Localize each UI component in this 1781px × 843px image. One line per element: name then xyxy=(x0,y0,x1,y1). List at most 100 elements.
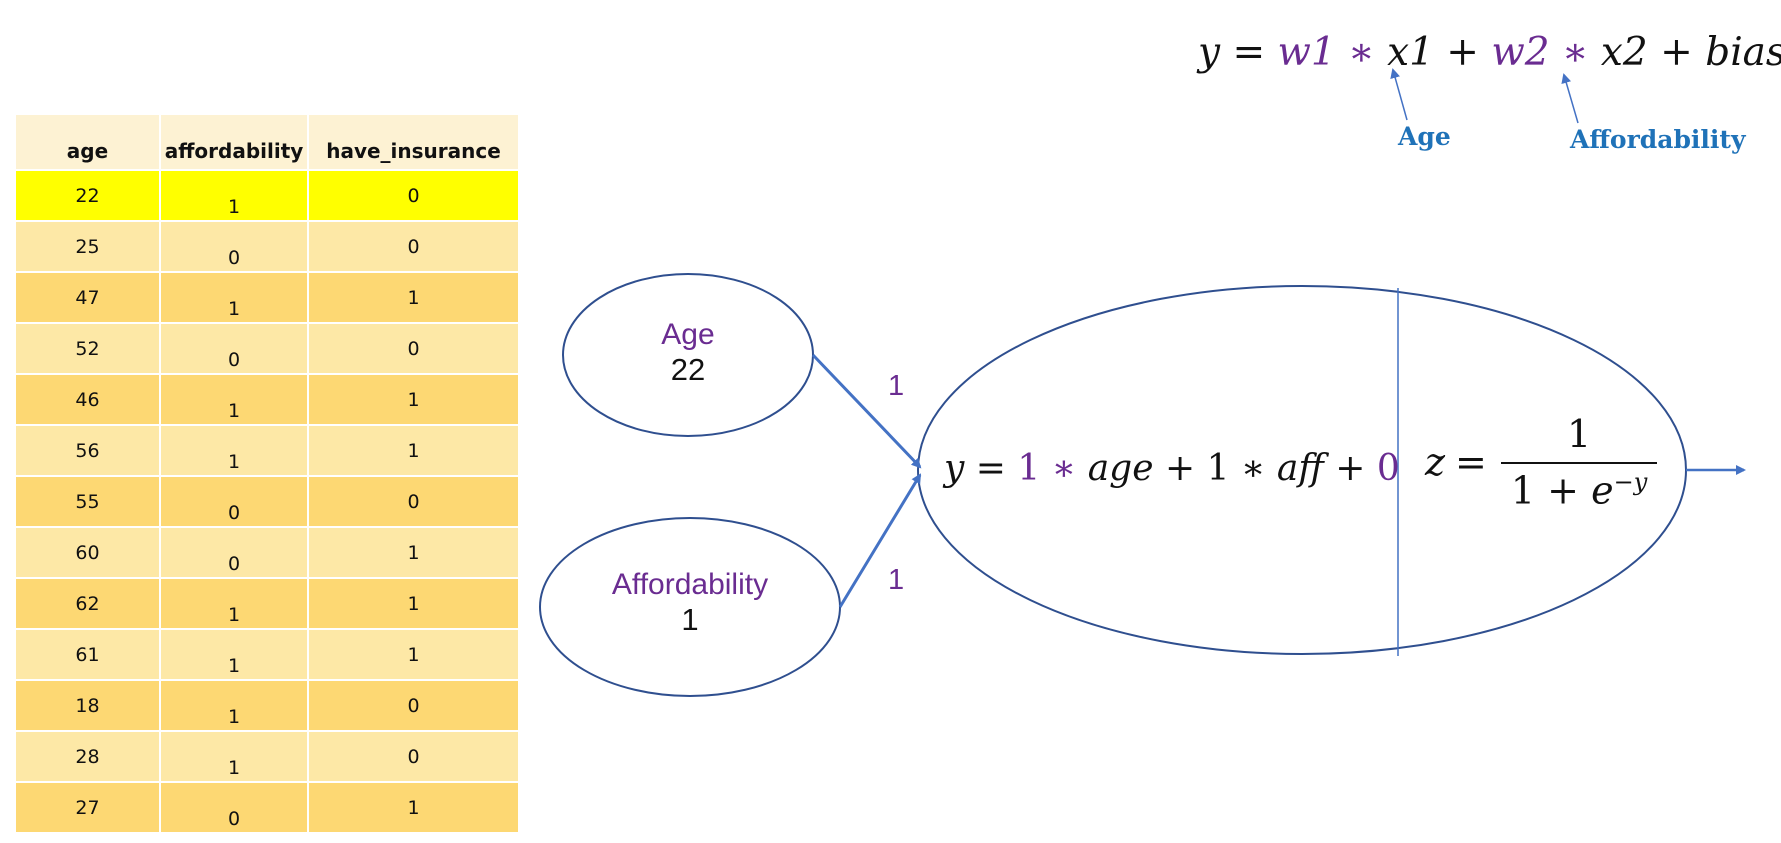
header-have-insurance: have_insurance xyxy=(307,113,520,171)
affordability-connection-arrow xyxy=(838,473,922,608)
cell-affordability: 0 xyxy=(159,526,309,579)
age-connection-arrow xyxy=(811,353,922,469)
weight-w1: 1 xyxy=(888,370,905,402)
sigmoid-eq: = xyxy=(1455,440,1487,485)
header-age: age xyxy=(14,113,161,171)
cell-have-insurance: 1 xyxy=(307,373,520,426)
cell-have-insurance: 1 xyxy=(307,271,520,324)
cell-age: 52 xyxy=(14,322,161,375)
cell-have-insurance: 0 xyxy=(307,169,520,222)
cell-have-insurance: 0 xyxy=(307,220,520,273)
neuron-plus-1: + xyxy=(1164,448,1196,489)
formula-x1: x1 xyxy=(1387,30,1434,75)
linear-formula: y = w1 ∗ x1 + w2 ∗ x2 + bias xyxy=(1198,30,1781,75)
cell-affordability: 0 xyxy=(159,322,309,375)
x1-callout-arrow xyxy=(1390,68,1408,121)
cell-age: 60 xyxy=(14,526,161,579)
cell-affordability: 1 xyxy=(159,730,309,783)
sigmoid-fraction: 1 1 + e−y xyxy=(1500,412,1658,513)
neuron-plus-2: + xyxy=(1335,448,1366,489)
cell-age: 61 xyxy=(14,628,161,681)
cell-age: 25 xyxy=(14,220,161,273)
sigmoid-den-exponent: −y xyxy=(1613,468,1648,496)
neuron-age: age xyxy=(1087,448,1154,489)
formula-w2: w2 xyxy=(1491,30,1550,75)
formula-times-1: ∗ xyxy=(1348,30,1375,75)
formula-times-2: ∗ xyxy=(1562,30,1589,75)
cell-age: 28 xyxy=(14,730,161,783)
sigmoid-den-plus: + xyxy=(1547,468,1579,513)
cell-age: 56 xyxy=(14,424,161,477)
cell-have-insurance: 1 xyxy=(307,628,520,681)
cell-affordability: 1 xyxy=(159,169,309,222)
table-header-row: age affordability have_insurance xyxy=(14,113,520,171)
neuron-eq-sign: = xyxy=(975,448,1006,489)
cell-have-insurance: 1 xyxy=(307,526,520,579)
cell-affordability: 1 xyxy=(159,373,309,426)
cell-affordability: 0 xyxy=(159,475,309,528)
cell-age: 46 xyxy=(14,373,161,426)
cell-age: 62 xyxy=(14,577,161,630)
cell-age: 55 xyxy=(14,475,161,528)
cell-age: 18 xyxy=(14,679,161,732)
x2-callout-arrow xyxy=(1561,73,1579,124)
cell-have-insurance: 0 xyxy=(307,679,520,732)
cell-age: 47 xyxy=(14,271,161,324)
sigmoid-numerator: 1 xyxy=(1566,412,1592,456)
neuron-w2: 1 xyxy=(1206,448,1230,489)
age-node-value: 22 xyxy=(670,352,706,387)
cell-have-insurance: 1 xyxy=(307,781,520,834)
formula-w1: w1 xyxy=(1277,30,1336,75)
formula-plus-2: + xyxy=(1660,30,1693,75)
neuron-w1: 1 xyxy=(1017,448,1041,489)
neuron-aff: aff xyxy=(1276,448,1324,489)
neuron-times-2: ∗ xyxy=(1240,448,1266,489)
x1-label: Age xyxy=(1398,122,1451,151)
age-node-name: Age xyxy=(661,318,715,351)
cell-affordability: 1 xyxy=(159,424,309,477)
formula-x2: x2 xyxy=(1600,30,1648,75)
sigmoid-den-e: e xyxy=(1591,468,1614,513)
cell-age: 27 xyxy=(14,781,161,834)
formula-plus-1: + xyxy=(1446,30,1479,75)
cell-have-insurance: 1 xyxy=(307,577,520,630)
affordability-node-value: 1 xyxy=(681,602,699,637)
cell-affordability: 1 xyxy=(159,271,309,324)
neuron-weighted-sum: y = 1 ∗ age + 1 ∗ aff + 0 xyxy=(944,448,1400,489)
cell-have-insurance: 1 xyxy=(307,424,520,477)
neuron-y: y xyxy=(944,448,965,489)
neuron-bias: 0 xyxy=(1376,448,1400,489)
affordability-node-name: Affordability xyxy=(611,568,769,601)
cell-age: 22 xyxy=(14,169,161,222)
cell-affordability: 1 xyxy=(159,679,309,732)
cell-affordability: 0 xyxy=(159,220,309,273)
cell-have-insurance: 0 xyxy=(307,475,520,528)
cell-have-insurance: 0 xyxy=(307,322,520,375)
cell-affordability: 1 xyxy=(159,577,309,630)
sigmoid-function: z = 1 1 + e−y xyxy=(1425,412,1658,513)
formula-y: y xyxy=(1198,30,1221,75)
neuron-times-1: ∗ xyxy=(1051,448,1077,489)
sigmoid-denominator: 1 + e−y xyxy=(1500,462,1658,513)
sigmoid-z: z xyxy=(1425,440,1446,485)
age-node-label: Age 22 xyxy=(588,318,788,388)
affordability-node-label: Affordability 1 xyxy=(580,568,800,638)
formula-eq: = xyxy=(1232,30,1266,75)
header-affordability: affordability xyxy=(159,113,309,171)
sigmoid-den-one: 1 xyxy=(1510,468,1536,513)
